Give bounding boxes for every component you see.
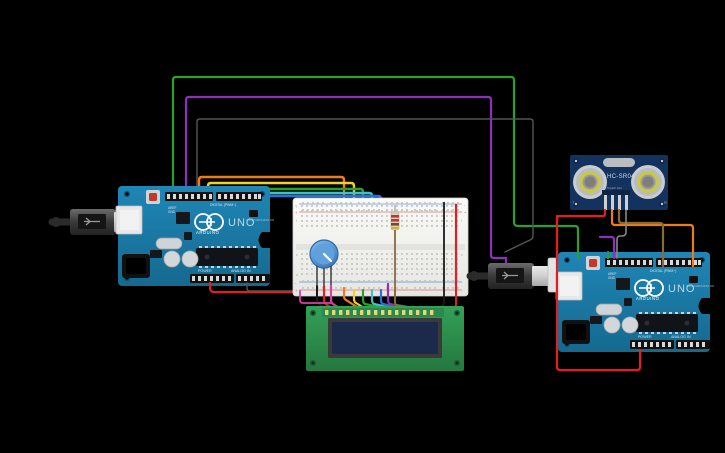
sensor-pin-header: Vcc Trg Ech Gnd bbox=[602, 186, 630, 210]
wire-green-arrive bbox=[558, 224, 580, 260]
svg-text:DIGITAL (PWM~): DIGITAL (PWM~) bbox=[210, 203, 236, 207]
svg-text:HC-SR04: HC-SR04 bbox=[607, 174, 635, 180]
wire-brown-lcd bbox=[394, 289, 421, 310]
svg-text:a: a bbox=[296, 273, 298, 277]
wire-green-top bbox=[171, 75, 562, 228]
arduino-uno-left[interactable]: AREF GND DIGITAL (PWM~) ARDUINO UNO WWW.… bbox=[115, 186, 275, 286]
svg-text:GND: GND bbox=[608, 276, 616, 280]
svg-text:POWER: POWER bbox=[198, 269, 212, 273]
wire-cyan-lcd bbox=[370, 288, 399, 311]
resistor[interactable] bbox=[390, 205, 400, 290]
wire-gray-left-lower bbox=[246, 282, 301, 292]
svg-text:-: - bbox=[295, 280, 297, 285]
svg-text:R: R bbox=[664, 200, 667, 205]
wire-gray-sensor-gnd bbox=[616, 209, 627, 259]
wire-group-lcd bbox=[299, 282, 457, 311]
svg-text:Vcc Trg Ech Gnd: Vcc Trg Ech Gnd bbox=[602, 186, 622, 190]
lcd-display[interactable] bbox=[306, 306, 464, 371]
svg-text:AREF: AREF bbox=[168, 206, 177, 210]
svg-text:UNO: UNO bbox=[228, 217, 255, 229]
lcd-screen bbox=[332, 322, 438, 354]
breadboard[interactable]: - + - + - + bbox=[292, 197, 469, 297]
ultrasonic-sensor-hc-sr04[interactable]: HC-SR04 T R Vcc Trg Ech Gnd bbox=[570, 155, 668, 210]
wire-orange-sensor bbox=[610, 208, 695, 268]
svg-text:+: + bbox=[295, 288, 298, 293]
wire-magenta-loop bbox=[299, 290, 332, 304]
svg-text:UNO: UNO bbox=[668, 283, 695, 295]
wire-blue-lcd bbox=[379, 288, 407, 311]
arduino-logo-left bbox=[194, 213, 224, 231]
svg-text:T: T bbox=[572, 200, 575, 205]
wire-red-sensor-vcc bbox=[555, 208, 642, 372]
svg-text:j: j bbox=[295, 204, 297, 208]
svg-text:GND: GND bbox=[168, 210, 176, 214]
wire-brown-sensor bbox=[617, 208, 665, 268]
svg-text:WWW.ARDUINO.CC: WWW.ARDUINO.CC bbox=[686, 284, 715, 288]
svg-text:ANALOG IN: ANALOG IN bbox=[671, 335, 691, 339]
wire-yellow-lcd bbox=[352, 288, 366, 310]
svg-text:+: + bbox=[464, 210, 467, 215]
svg-text:ARDUINO: ARDUINO bbox=[196, 230, 220, 235]
wire-yellow-bus bbox=[206, 181, 356, 292]
svg-text:-: - bbox=[295, 202, 297, 207]
arduino-uno-right[interactable]: AREF GND DIGITAL (PWM~) ARDUINO UNO WWW.… bbox=[555, 252, 715, 352]
wire-group-overhead bbox=[171, 75, 562, 260]
svg-text:f: f bbox=[461, 219, 462, 223]
svg-text:WWW.ARDUINO.CC: WWW.ARDUINO.CC bbox=[246, 218, 275, 222]
svg-text:+: + bbox=[295, 210, 298, 215]
wire-purple-top bbox=[184, 95, 508, 260]
wire-gray-top bbox=[196, 118, 534, 253]
svg-text:-: - bbox=[464, 202, 466, 207]
svg-text:POWER: POWER bbox=[638, 335, 652, 339]
svg-text:AREF: AREF bbox=[608, 272, 617, 276]
wire-purple-right-vert bbox=[598, 235, 616, 260]
svg-text:f: f bbox=[296, 219, 297, 223]
wire-purple-lcd bbox=[386, 282, 414, 311]
arduino-logo-right bbox=[634, 279, 664, 297]
svg-text:ARDUINO: ARDUINO bbox=[636, 296, 660, 301]
svg-text:e: e bbox=[461, 253, 463, 257]
wire-group-sensor bbox=[504, 208, 695, 372]
wire-orange-lcd bbox=[342, 286, 359, 309]
svg-text:DIGITAL (PWM~): DIGITAL (PWM~) bbox=[650, 269, 676, 273]
wire-black-lcd2 bbox=[431, 287, 445, 311]
svg-text:e: e bbox=[296, 253, 298, 257]
potentiometer[interactable] bbox=[309, 239, 339, 286]
svg-text:ANALOG IN: ANALOG IN bbox=[231, 269, 251, 273]
wire-orange-bus bbox=[197, 175, 346, 290]
wire-green-lcd bbox=[361, 288, 391, 311]
